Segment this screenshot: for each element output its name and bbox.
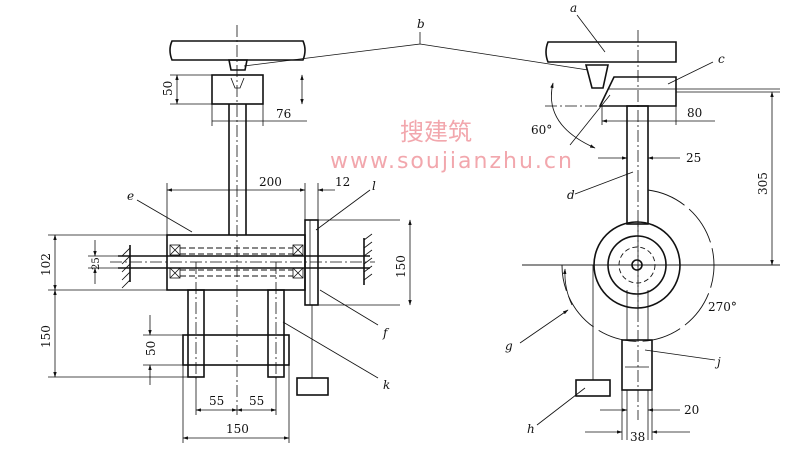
bearings (169, 244, 304, 279)
ceiling-slab-right (545, 41, 677, 63)
arm-d (626, 105, 649, 225)
dim-bottom-outer: 38 (630, 430, 645, 444)
label-c: c (718, 52, 725, 66)
label-d: d (567, 188, 575, 202)
dim-flange-thickness: 12 (335, 175, 350, 189)
label-b: b (417, 17, 425, 31)
label-g: g (505, 339, 513, 353)
nozzle-right (584, 64, 609, 89)
dim-bottom-inner: 20 (684, 403, 699, 417)
dim-base-height: 50 (144, 341, 158, 356)
ceiling-slab-left (169, 40, 306, 61)
swing-arc (561, 189, 715, 342)
base-block (182, 334, 290, 366)
dim-arm-width: 25 (686, 151, 701, 165)
angle-tilt: 60° (531, 123, 552, 137)
dim-right-block-width: 80 (687, 106, 702, 120)
nozzle-left (228, 59, 248, 71)
dim-base-width: 150 (226, 422, 249, 436)
housing-e (166, 234, 306, 291)
watermark-url: www.soujianzhu.cn (330, 149, 574, 174)
label-a: a (570, 1, 577, 15)
dim-block-width: 76 (276, 107, 291, 121)
counterweight-h (575, 379, 611, 397)
flange-f (304, 219, 319, 306)
dim-shaft-diameter: 25 (91, 257, 102, 270)
dim-block-height: 50 (161, 81, 175, 96)
label-l: l (372, 179, 376, 193)
label-j: j (714, 355, 721, 369)
upper-block-left (211, 74, 264, 105)
watermark-cn: 搜建筑 (400, 118, 472, 146)
dim-housing-height: 102 (39, 253, 53, 276)
dim-flange-height: 150 (394, 255, 408, 278)
angle-swing: 270° (708, 300, 737, 314)
right-view: a c 60° 80 25 d 305 270° g (505, 1, 780, 444)
left-view: 50 76 200 12 150 (39, 25, 412, 443)
dim-housing-length: 200 (259, 175, 282, 189)
label-h: h (527, 422, 535, 436)
nozzle-seat (230, 77, 245, 89)
dim-leg-offset-left: 55 (209, 394, 224, 408)
block-j (621, 339, 653, 391)
dim-arm-length: 305 (756, 172, 770, 195)
dim-leg-height: 150 (39, 325, 53, 348)
dim-leg-offset-right: 55 (249, 394, 264, 408)
label-f: f (382, 326, 390, 340)
label-k: k (383, 378, 390, 392)
wall-support-left (121, 245, 131, 289)
counterweight-left (296, 377, 329, 396)
wall-support-right (363, 233, 373, 285)
label-e: e (127, 189, 134, 203)
